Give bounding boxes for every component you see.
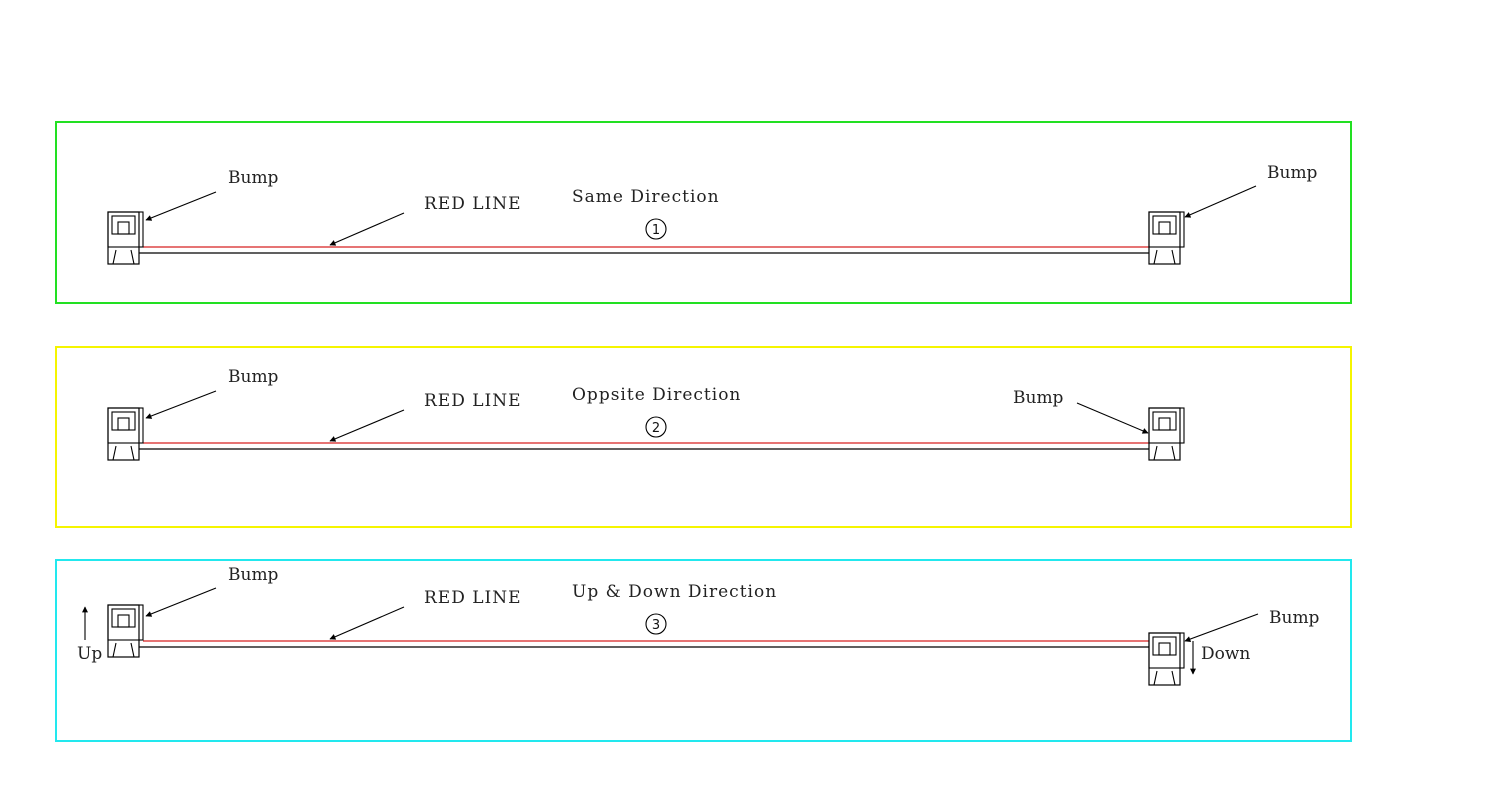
panel-same-direction: Bump RED LINE Same Direction 1 Bump — [55, 121, 1352, 304]
panel-number-circle — [645, 613, 667, 635]
panel-number-circle — [645, 416, 667, 438]
panel-number: 2 — [652, 421, 660, 436]
left-bump-label: Bump — [228, 367, 279, 387]
left-connector — [107, 211, 144, 265]
panel-title: Up & Down Direction — [572, 582, 777, 602]
red-line-label: RED LINE — [424, 391, 522, 411]
left-bump-label: Bump — [228, 565, 279, 585]
red-line-label: RED LINE — [424, 194, 522, 214]
red-line-leader — [329, 409, 405, 442]
red-line-leader — [329, 212, 405, 246]
left-connector — [107, 407, 144, 461]
right-connector — [1148, 211, 1185, 265]
panel-number: 1 — [652, 223, 660, 238]
panel-title: Same Direction — [572, 187, 720, 207]
right-connector — [1148, 632, 1185, 686]
up-label: Up — [77, 644, 102, 664]
panel-title: Oppsite Direction — [572, 385, 741, 405]
panel-border — [55, 559, 1352, 742]
panel-number-circle — [645, 218, 667, 240]
panel-border — [55, 346, 1352, 528]
right-bump-leader — [1184, 613, 1259, 642]
panel-opposite-direction: Bump RED LINE Oppsite Direction 2 Bump — [55, 346, 1352, 528]
left-bump-leader — [145, 587, 217, 617]
right-bump-leader — [1076, 402, 1149, 434]
panel-up-down-direction: Bump RED LINE Up & Down Direction 3 Bump… — [55, 559, 1352, 742]
left-connector — [107, 604, 144, 658]
red-line-label: RED LINE — [424, 588, 522, 608]
right-bump-label: Bump — [1267, 163, 1318, 183]
right-bump-leader — [1184, 185, 1257, 218]
left-bump-label: Bump — [228, 168, 279, 188]
red-line-leader — [329, 606, 405, 640]
right-connector — [1148, 407, 1185, 461]
down-label: Down — [1201, 644, 1250, 664]
panel-number: 3 — [652, 618, 660, 633]
left-bump-leader — [145, 390, 217, 419]
right-bump-label: Bump — [1269, 608, 1320, 628]
panel-border — [55, 121, 1352, 304]
right-bump-label: Bump — [1013, 388, 1064, 408]
left-bump-leader — [145, 191, 217, 221]
